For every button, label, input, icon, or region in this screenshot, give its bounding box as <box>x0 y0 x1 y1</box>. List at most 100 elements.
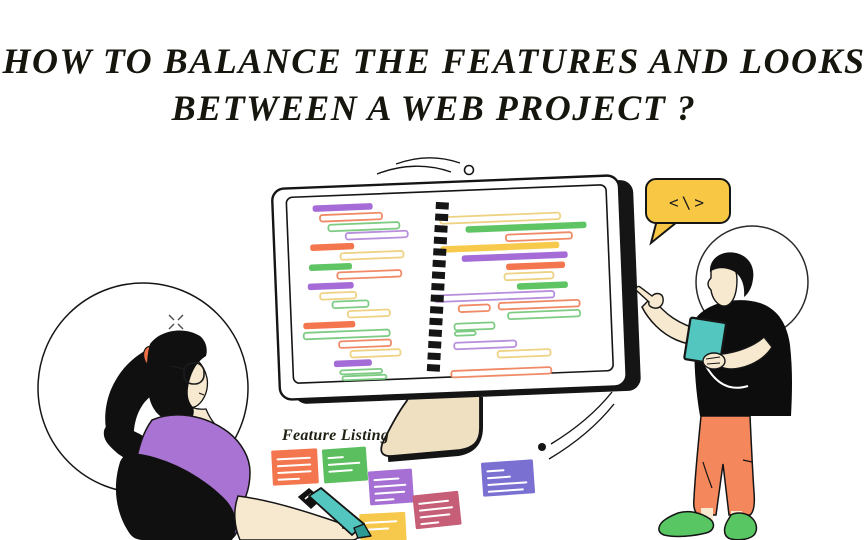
code-bar-green-line <box>453 321 496 332</box>
code-bar-yellow-fill <box>440 241 560 253</box>
sticky-note-paper <box>367 468 415 506</box>
top-swoosh-decoration <box>376 157 475 176</box>
code-bar-yellow-line <box>349 348 402 359</box>
feature-listing-label: Feature Listing <box>281 427 389 444</box>
code-bar-yellow-line <box>319 290 358 301</box>
code-bar-purple-line <box>344 229 409 241</box>
code-column-left <box>302 203 409 382</box>
sticky-note-rose <box>412 490 462 530</box>
code-bar-yellow-line <box>496 348 552 359</box>
swoosh-line <box>548 403 615 460</box>
sticky-note-text-line <box>277 477 301 481</box>
woman-arm-and-pen <box>234 487 372 540</box>
sticky-note-text-line <box>327 461 361 466</box>
hand-finger-lines <box>705 356 721 365</box>
code-divider-dashes <box>426 201 449 373</box>
page-title-line2: BETWEEN A WEB PROJECT ? <box>171 87 697 128</box>
chair-seat <box>115 453 237 540</box>
glasses-icon <box>183 362 205 385</box>
sticky-note-indigo <box>480 459 536 497</box>
sticky-note-text-line <box>327 456 344 460</box>
code-bar-green-fill <box>308 263 352 272</box>
sticky-note-text-line <box>276 463 312 468</box>
code-bar-green-line <box>331 299 370 310</box>
page-title-line1: HOW TO BALANCE THE FEATURES AND LOOKS <box>2 41 866 82</box>
bottom-swoosh-decoration <box>538 391 615 460</box>
code-bar-orange-line <box>319 211 383 223</box>
monitor <box>271 174 641 404</box>
code-bar-purple-line <box>453 339 518 351</box>
sticky-note-text-line <box>328 469 353 473</box>
code-bar-green-line <box>339 367 384 376</box>
sticky-note-paper <box>412 490 462 530</box>
speech-bubble-body <box>645 178 731 224</box>
speech-bubble: <\> <box>645 178 731 246</box>
glasses-temple <box>170 365 185 370</box>
code-bar-yellow-line <box>346 308 391 319</box>
sticky-note-purple <box>367 468 415 506</box>
sticky-note-text-line <box>277 470 312 474</box>
code-bar-green-line <box>507 309 581 320</box>
code-bar-green-line <box>302 328 391 341</box>
pants-crease-lines <box>702 459 753 489</box>
code-bar-yellow-line <box>339 250 405 261</box>
page-title: HOW TO BALANCE THE FEATURES AND LOOKS BE… <box>0 38 868 132</box>
sticky-note-yellow <box>359 511 407 540</box>
sticky-note-text-line <box>276 456 311 461</box>
man-pants <box>693 415 756 516</box>
sticky-note-text-line <box>486 469 505 473</box>
code-bar-purple-fill <box>333 359 372 368</box>
sticky-note-orange <box>271 448 319 486</box>
swoosh-line <box>550 391 613 445</box>
man-shoe-right <box>723 512 758 540</box>
code-bar-orange-fill <box>303 320 356 330</box>
code-bar-orange-line <box>457 303 491 313</box>
code-bar-green-line <box>341 373 388 382</box>
man-figure <box>635 252 792 540</box>
sticky-note-text-line <box>374 498 395 502</box>
sticky-note-text-line <box>364 520 398 524</box>
sparkle-icon <box>168 314 184 330</box>
tshirt-fold-line <box>705 365 749 389</box>
sticky-note-text-line <box>486 475 511 480</box>
sticky-notes-group <box>271 446 536 540</box>
code-bar-purple-fill <box>307 281 354 291</box>
swoosh-line <box>395 157 461 165</box>
code-bar-orange-line <box>450 366 553 379</box>
sticky-note-text-line <box>374 490 406 495</box>
sticky-note-text-line <box>373 477 400 482</box>
code-bar-orange-line <box>338 338 392 349</box>
marker-pen-tip <box>353 523 372 539</box>
man-hair <box>709 252 754 297</box>
code-bar-orange-line <box>497 299 581 311</box>
code-bar-purple-fill <box>312 203 373 212</box>
woman-figure <box>103 330 251 540</box>
sticky-note-green <box>321 446 369 484</box>
code-bar-green-fill <box>516 281 568 290</box>
man-shoe-left <box>658 510 715 538</box>
sticky-note-text-line <box>365 527 390 531</box>
sticky-note-text-line <box>420 521 440 526</box>
stand-body <box>380 394 481 457</box>
swoosh-line <box>376 165 452 175</box>
sticky-note-text-line <box>487 481 528 486</box>
code-bar-orange-line <box>505 231 573 243</box>
sticky-note-text-line <box>373 483 407 488</box>
man-holding-hand <box>702 352 726 370</box>
code-bar-orange-fill <box>506 261 566 271</box>
code-bar-orange-line <box>336 269 403 280</box>
woman-mouth-line <box>198 392 205 396</box>
circle-ornament <box>463 164 475 176</box>
sticky-note-paper <box>480 459 536 497</box>
sticky-note-text-line <box>418 499 449 505</box>
code-bar-green-line <box>453 330 477 337</box>
sticky-note-text-line <box>419 513 451 519</box>
code-bar-yellow-line <box>503 271 555 282</box>
sticky-note-paper <box>321 446 369 484</box>
monitor-stand <box>380 394 483 462</box>
code-icon: <\> <box>669 193 707 212</box>
dot-ornament <box>538 443 546 451</box>
code-bar-orange-fill <box>310 242 355 251</box>
